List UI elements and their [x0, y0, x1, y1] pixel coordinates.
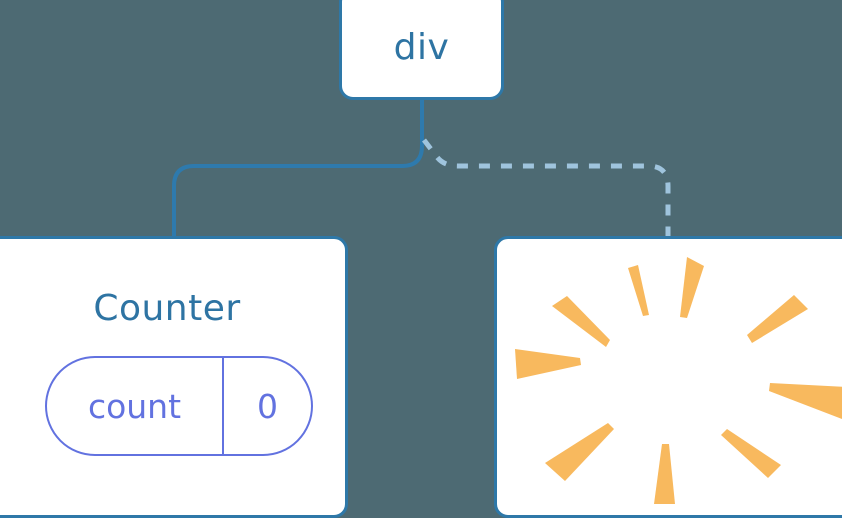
node-spinner[interactable]	[494, 236, 842, 518]
state-pill-divider	[222, 358, 224, 454]
starburst-spinner-icon	[515, 257, 842, 504]
node-counter-label: Counter	[93, 288, 241, 329]
node-div[interactable]: div	[339, 0, 504, 100]
state-key: count	[87, 386, 182, 426]
state-pill[interactable]: count 0	[45, 356, 313, 456]
edge-layer	[172, 97, 671, 240]
edge-div-to-spinner	[422, 138, 671, 238]
node-div-label: div	[393, 27, 450, 68]
state-value: 0	[257, 386, 278, 426]
edge-div-to-counter	[172, 97, 424, 240]
node-counter[interactable]: Counter count 0	[0, 236, 348, 518]
